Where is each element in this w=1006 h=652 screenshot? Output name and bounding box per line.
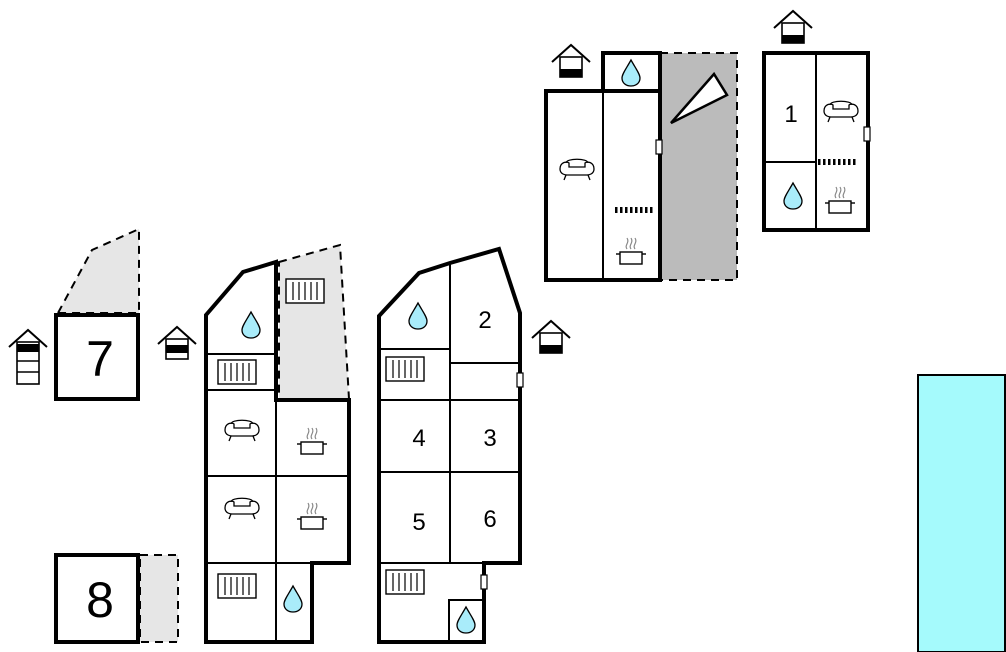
radiator-icon	[217, 359, 257, 385]
room-label-3: 3	[483, 425, 496, 452]
room-8	[54, 553, 140, 644]
building-left	[204, 259, 351, 644]
floor-level-house-icon	[551, 44, 591, 78]
door-marker	[863, 126, 871, 142]
radiator-icon	[385, 569, 425, 595]
room-label-4: 4	[412, 425, 425, 452]
floor-level-house-icon	[531, 320, 571, 354]
room-label-1: 1	[784, 101, 797, 128]
terrace-room-8	[139, 554, 179, 643]
floor-level-house-icon	[773, 10, 813, 44]
radiator-icon	[385, 356, 425, 382]
triangle-marker	[670, 71, 729, 125]
door-marker	[516, 372, 524, 388]
terrace-room-7	[56, 227, 140, 314]
terrace-top-middle	[659, 52, 738, 281]
room-label-7: 7	[86, 331, 114, 387]
terrace-left-building	[278, 243, 351, 400]
door-marker	[480, 574, 488, 590]
room-7	[54, 313, 140, 401]
room-label-5: 5	[412, 509, 425, 536]
floor-level-house-icon	[157, 326, 197, 360]
room-label-2: 2	[478, 307, 491, 334]
radiator-icon	[217, 573, 257, 599]
building-middle	[377, 246, 524, 644]
swimming-pool	[917, 374, 1006, 652]
door-marker	[655, 139, 663, 155]
room-label-8: 8	[86, 572, 114, 628]
room-label-6: 6	[483, 506, 496, 533]
building-top-middle	[544, 51, 663, 282]
floor-level-house-icon	[8, 329, 48, 385]
radiator-icon	[285, 278, 325, 304]
